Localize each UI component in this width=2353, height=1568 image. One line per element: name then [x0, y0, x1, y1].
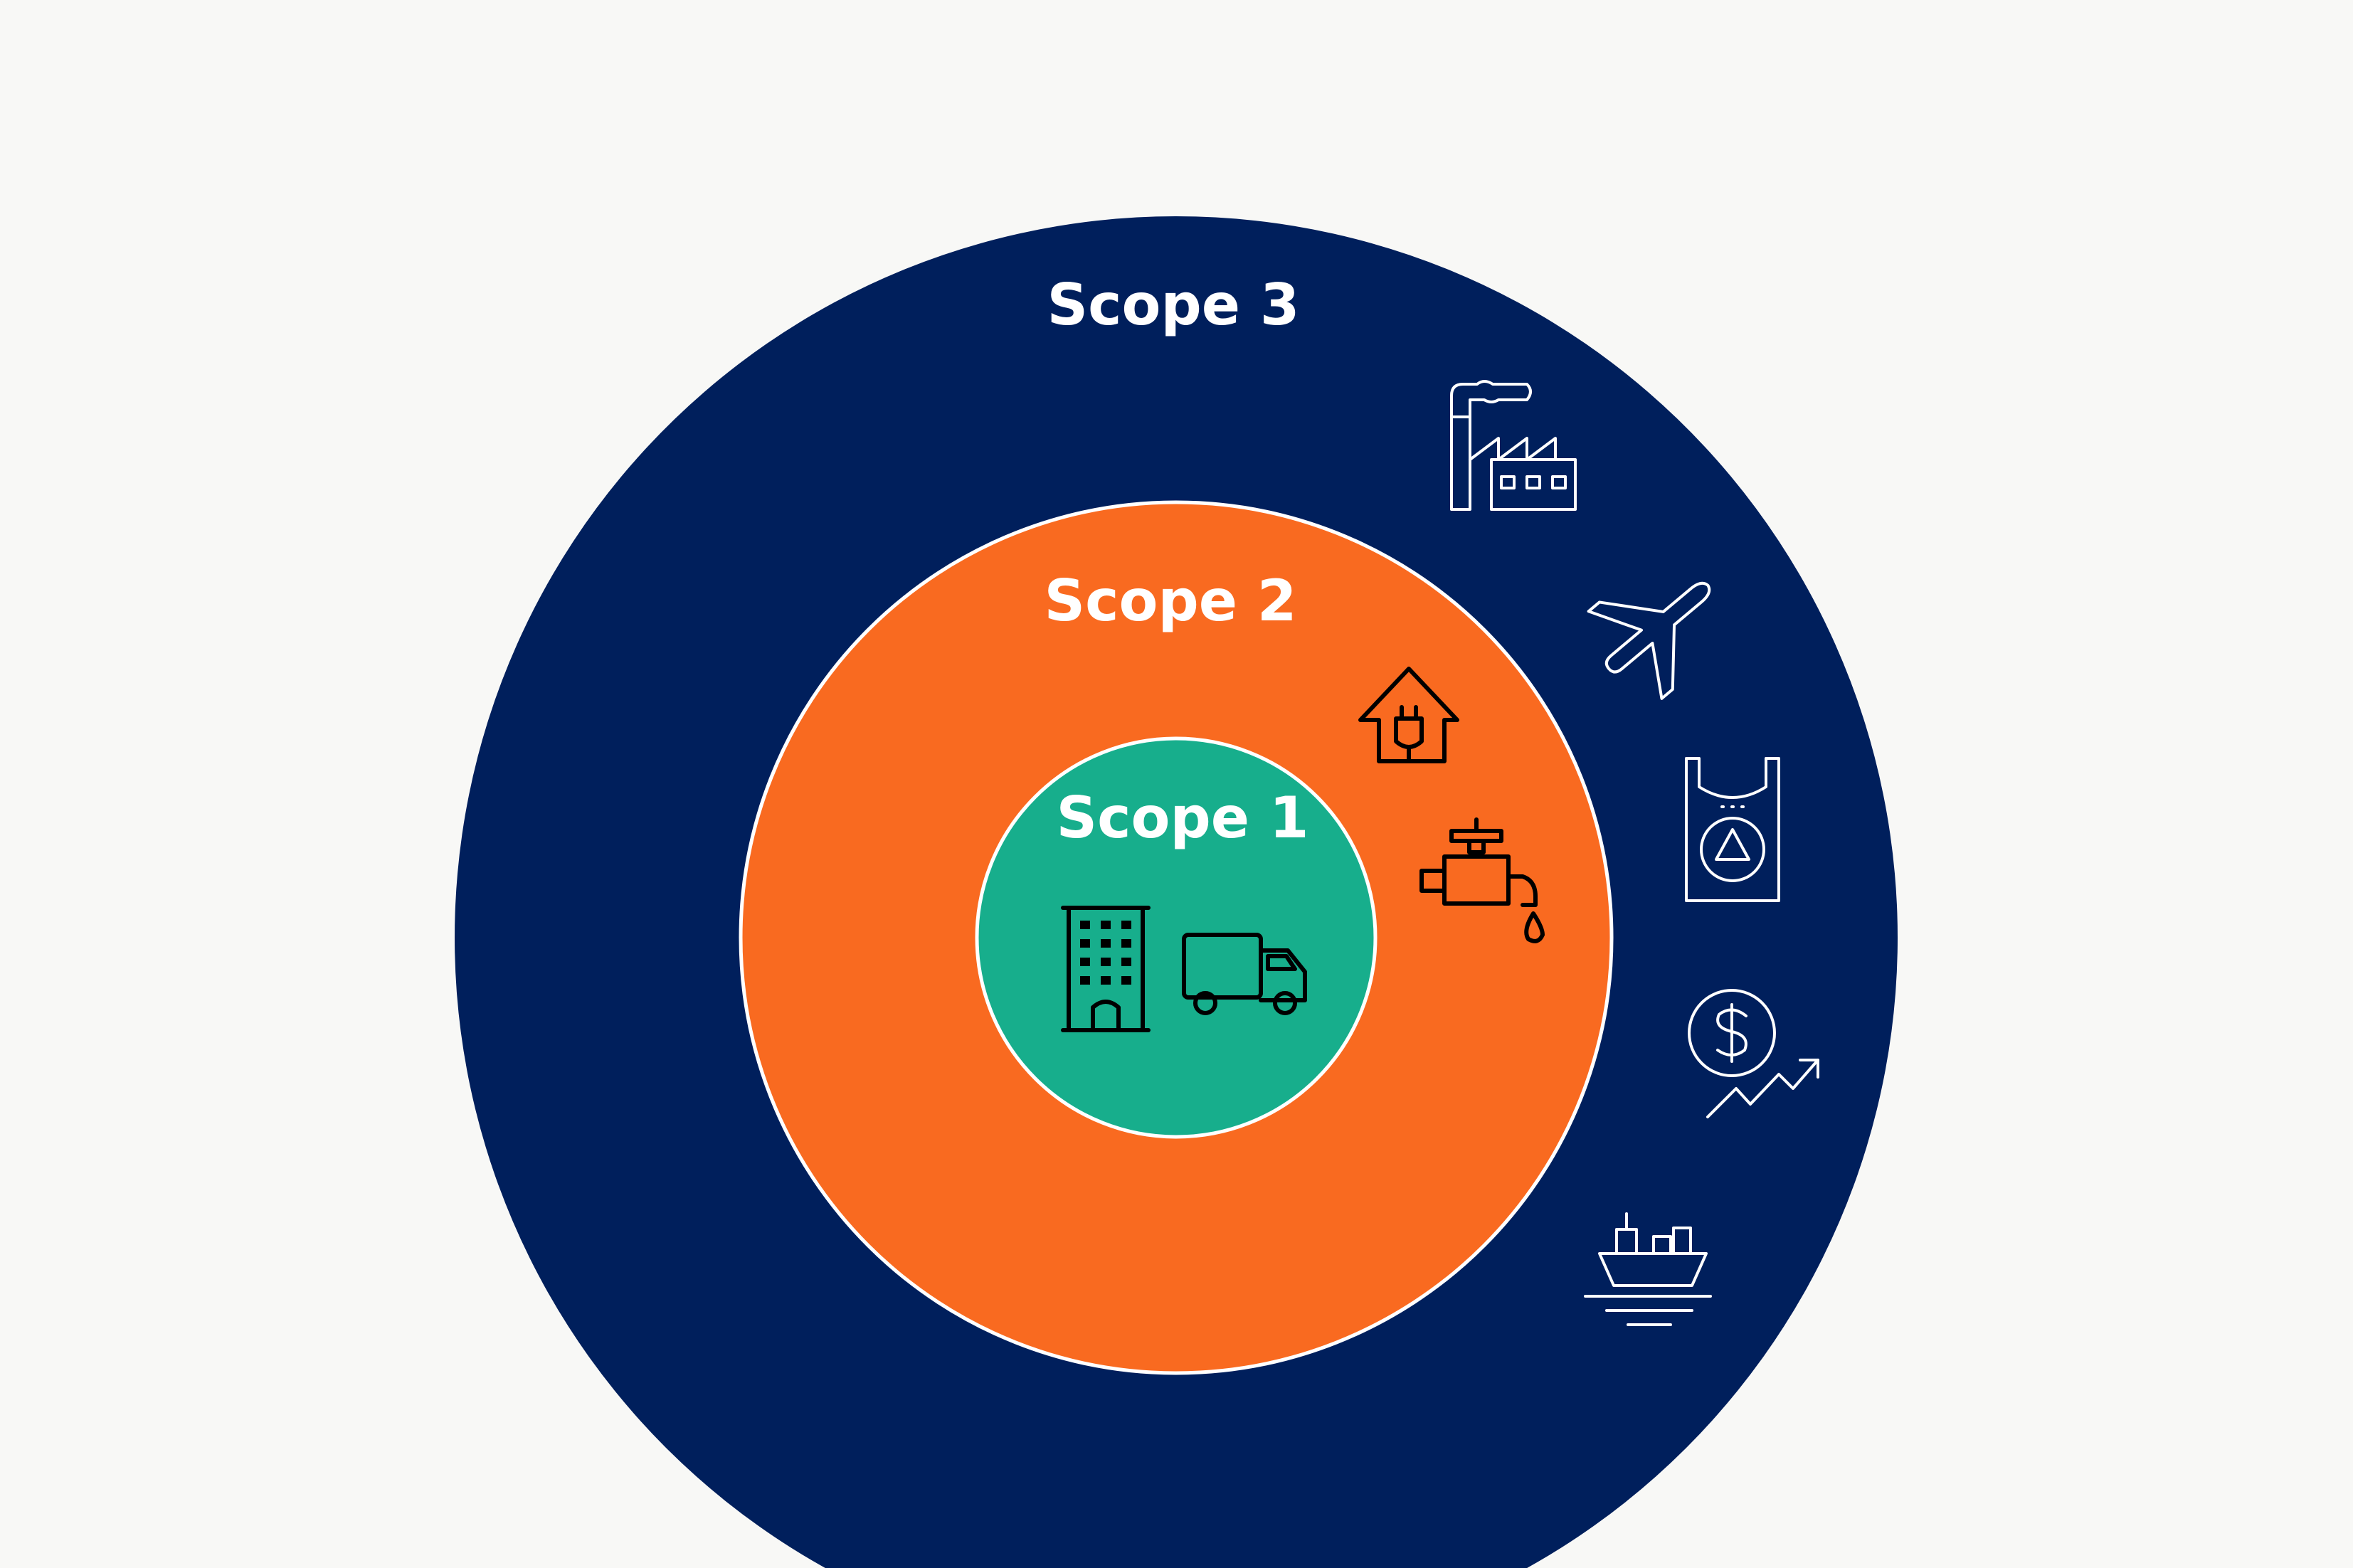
scope-1-label: Scope 1	[1056, 785, 1308, 851]
fuel-pump-icon	[1419, 817, 1545, 943]
cargo-ship-icon	[1584, 1212, 1712, 1326]
delivery-truck-icon	[1182, 933, 1307, 1015]
recycle-bag-icon	[1685, 757, 1780, 902]
dollar-growth-icon	[1688, 989, 1819, 1118]
factory-icon	[1450, 380, 1577, 511]
scope-2-label: Scope 2	[1044, 568, 1296, 634]
airplane-icon	[1587, 581, 1711, 700]
scope-1-circle	[975, 736, 1378, 1139]
scope-3-label: Scope 3	[1047, 272, 1299, 338]
office-building-icon	[1061, 906, 1151, 1032]
house-plug-icon	[1358, 667, 1459, 763]
